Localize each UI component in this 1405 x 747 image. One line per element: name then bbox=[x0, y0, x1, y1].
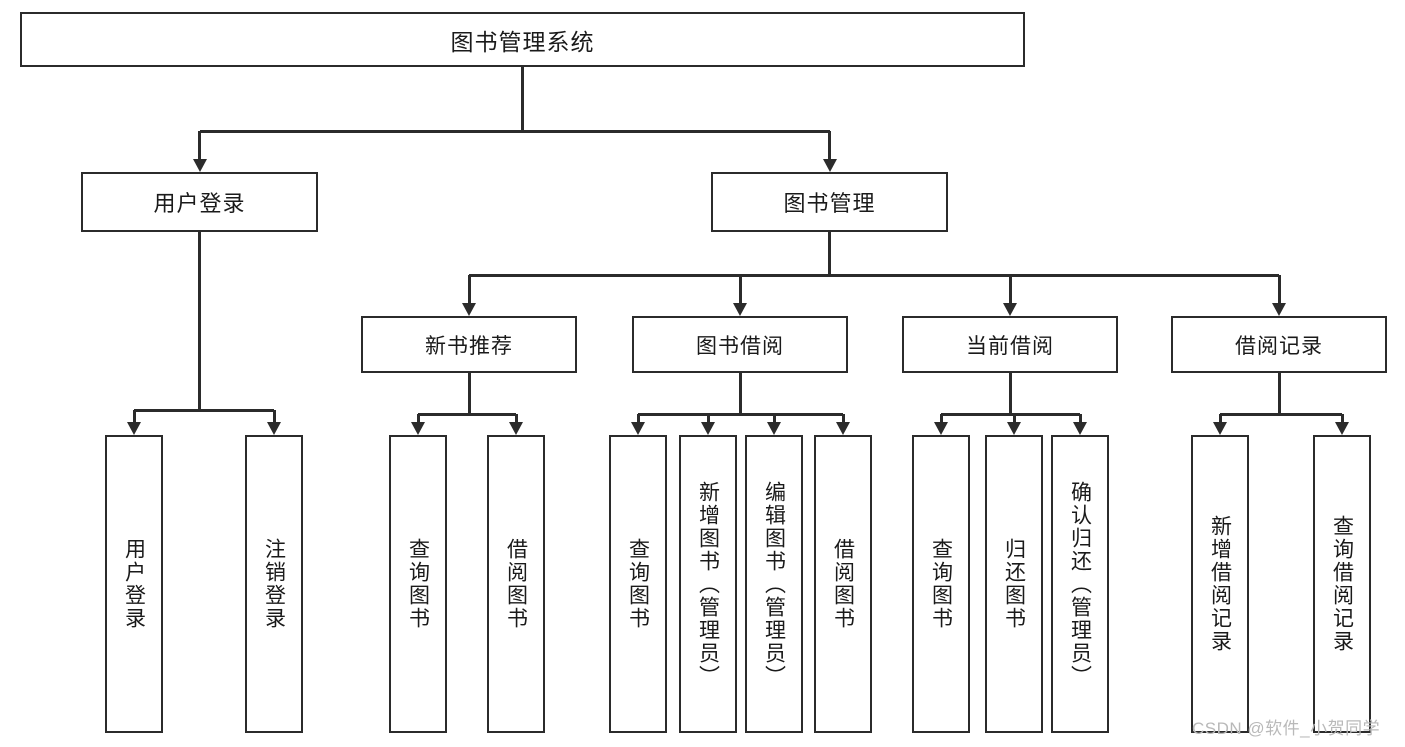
node-leaf-10-label: 确认归还（管理员） bbox=[1068, 480, 1092, 688]
connector-mgmt-to-level2-1 bbox=[738, 275, 742, 305]
arrowhead-leaf-3-0 bbox=[934, 422, 948, 435]
arrowhead-leaf-2-1 bbox=[701, 422, 715, 435]
arrowhead-leaf-3-2 bbox=[1073, 422, 1087, 435]
connector-parent1-to-leaf-0 bbox=[416, 414, 420, 424]
arrowhead-leaf-2-2 bbox=[767, 422, 781, 435]
node-leaf-3-label: 借阅图书 bbox=[504, 538, 528, 630]
node-leaf-0-label: 用户登录 bbox=[122, 538, 146, 630]
node-level2-0[interactable]: 新书推荐 bbox=[361, 316, 577, 373]
node-leaf-1-label: 注销登录 bbox=[262, 538, 286, 630]
node-level2-3-label: 借阅记录 bbox=[1235, 334, 1323, 358]
node-leaf-12[interactable]: 查询借阅记录 bbox=[1313, 435, 1371, 733]
connector-parent-bus-0 bbox=[134, 408, 274, 412]
node-level2-2[interactable]: 当前借阅 bbox=[902, 316, 1118, 373]
node-level1-0-label: 用户登录 bbox=[153, 191, 246, 216]
connector-parent0-to-leaf-1 bbox=[272, 410, 276, 424]
node-root[interactable]: 图书管理系统 bbox=[20, 12, 1025, 67]
node-leaf-12-label: 查询借阅记录 bbox=[1330, 515, 1354, 653]
arrowhead-leaf-1-0 bbox=[411, 422, 425, 435]
node-leaf-3[interactable]: 借阅图书 bbox=[487, 435, 545, 733]
connector-parent-stem-2 bbox=[738, 373, 742, 414]
connector-parent2-to-leaf-1 bbox=[706, 414, 710, 424]
connector-mgmt-to-level2-2 bbox=[1008, 275, 1012, 305]
connector-mgmt-to-level2-3 bbox=[1277, 275, 1281, 305]
node-leaf-2-label: 查询图书 bbox=[406, 538, 430, 630]
connector-parent3-to-leaf-0 bbox=[939, 414, 943, 424]
node-leaf-6-label: 编辑图书（管理员） bbox=[762, 480, 786, 688]
connector-parent-stem-0 bbox=[198, 232, 201, 410]
connector-parent3-to-leaf-2 bbox=[1078, 414, 1082, 424]
node-level1-1-label: 图书管理 bbox=[783, 191, 876, 216]
node-leaf-11[interactable]: 新增借阅记录 bbox=[1191, 435, 1249, 733]
node-leaf-11-label: 新增借阅记录 bbox=[1208, 515, 1232, 653]
connector-parent-bus-1 bbox=[418, 412, 516, 416]
arrowhead-leaf-1-1 bbox=[509, 422, 523, 435]
node-leaf-7[interactable]: 借阅图书 bbox=[814, 435, 872, 733]
connector-parent1-to-leaf-1 bbox=[514, 414, 518, 424]
node-leaf-7-label: 借阅图书 bbox=[831, 538, 855, 630]
connector-parent-stem-1 bbox=[467, 373, 471, 414]
arrowhead-leaf-2-0 bbox=[631, 422, 645, 435]
connector-root-stem bbox=[521, 67, 524, 131]
node-level1-0[interactable]: 用户登录 bbox=[81, 172, 318, 232]
arrowhead-leaf-4-1 bbox=[1335, 422, 1349, 435]
arrowhead-leaf-3-1 bbox=[1007, 422, 1021, 435]
node-level2-2-label: 当前借阅 bbox=[966, 334, 1054, 358]
connector-parent-bus-3 bbox=[941, 412, 1080, 416]
node-level2-1[interactable]: 图书借阅 bbox=[632, 316, 848, 373]
arrowhead-level2-3 bbox=[1272, 303, 1286, 316]
connector-mgmt-bus bbox=[469, 273, 1279, 277]
node-leaf-9-label: 归还图书 bbox=[1002, 538, 1026, 630]
arrowhead-level2-0 bbox=[462, 303, 476, 316]
arrowhead-leaf-0-0 bbox=[127, 422, 141, 435]
arrowhead-level2-1 bbox=[733, 303, 747, 316]
node-leaf-5[interactable]: 新增图书（管理员） bbox=[679, 435, 737, 733]
connector-root-to-level1-0 bbox=[198, 131, 201, 161]
connector-parent-bus-4 bbox=[1220, 412, 1342, 416]
connector-parent2-to-leaf-2 bbox=[772, 414, 776, 424]
connector-root-bus bbox=[199, 129, 830, 133]
watermark-text: CSDN @软件_小贺同学 bbox=[1192, 719, 1381, 738]
node-leaf-10[interactable]: 确认归还（管理员） bbox=[1051, 435, 1109, 733]
arrowhead-level2-2 bbox=[1003, 303, 1017, 316]
node-leaf-9[interactable]: 归还图书 bbox=[985, 435, 1043, 733]
node-leaf-8[interactable]: 查询图书 bbox=[912, 435, 970, 733]
node-leaf-0[interactable]: 用户登录 bbox=[105, 435, 163, 733]
arrowhead-leaf-2-3 bbox=[836, 422, 850, 435]
connector-parent4-to-leaf-0 bbox=[1218, 414, 1222, 424]
node-level2-1-label: 图书借阅 bbox=[696, 334, 784, 358]
node-leaf-8-label: 查询图书 bbox=[929, 538, 953, 630]
connector-parent4-to-leaf-1 bbox=[1340, 414, 1344, 424]
node-leaf-6[interactable]: 编辑图书（管理员） bbox=[745, 435, 803, 733]
connector-root-to-level1-1 bbox=[828, 131, 831, 161]
connector-parent3-to-leaf-1 bbox=[1012, 414, 1016, 424]
connector-mgmt-stem bbox=[828, 232, 831, 275]
arrowhead-leaf-0-1 bbox=[267, 422, 281, 435]
node-leaf-4[interactable]: 查询图书 bbox=[609, 435, 667, 733]
arrowhead-level1-1 bbox=[822, 159, 837, 172]
arrowhead-level1-0 bbox=[192, 159, 207, 172]
node-leaf-4-label: 查询图书 bbox=[626, 538, 650, 630]
node-level2-3[interactable]: 借阅记录 bbox=[1171, 316, 1387, 373]
connector-parent0-to-leaf-0 bbox=[132, 410, 136, 424]
connector-parent-bus-2 bbox=[638, 412, 843, 416]
node-level1-1[interactable]: 图书管理 bbox=[711, 172, 948, 232]
connector-parent-stem-4 bbox=[1277, 373, 1281, 414]
connector-parent2-to-leaf-0 bbox=[636, 414, 640, 424]
node-leaf-1[interactable]: 注销登录 bbox=[245, 435, 303, 733]
node-leaf-5-label: 新增图书（管理员） bbox=[696, 480, 720, 688]
node-leaf-2[interactable]: 查询图书 bbox=[389, 435, 447, 733]
node-level2-0-label: 新书推荐 bbox=[425, 334, 513, 358]
connector-parent2-to-leaf-3 bbox=[841, 414, 845, 424]
connector-parent-stem-3 bbox=[1008, 373, 1012, 414]
arrowhead-leaf-4-0 bbox=[1213, 422, 1227, 435]
connector-mgmt-to-level2-0 bbox=[467, 275, 471, 305]
node-root-label: 图书管理系统 bbox=[450, 28, 595, 55]
